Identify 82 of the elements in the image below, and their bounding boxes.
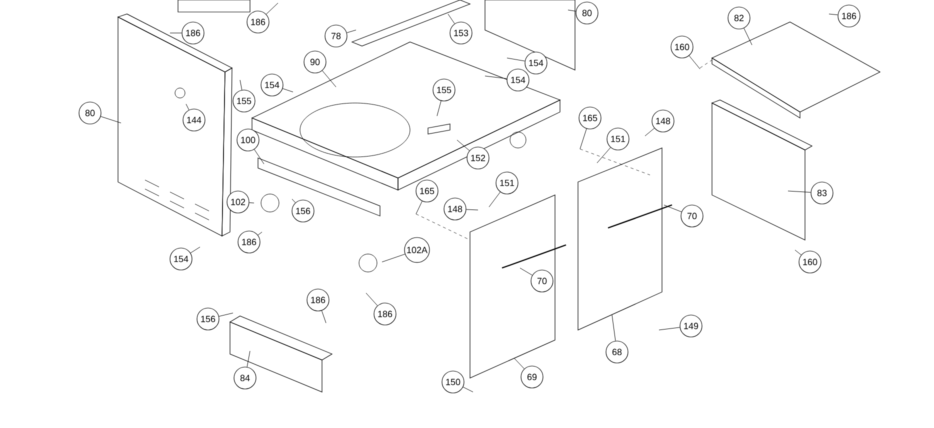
callout-number: 151 (606, 128, 630, 150)
callout-number: 186 (374, 302, 396, 326)
leader-line (794, 250, 802, 256)
callout-number: 70 (680, 204, 704, 228)
callout-number: 148 (652, 110, 674, 132)
leader-line (346, 30, 356, 33)
leader-line (266, 2, 278, 14)
callout-number: 151 (496, 172, 518, 194)
callout-number: 148 (444, 198, 466, 220)
leader-line (488, 192, 500, 208)
callout-number: 155 (432, 78, 456, 102)
leader-line (828, 14, 838, 16)
callout-number: 154 (170, 248, 192, 270)
callout-number: 69 (520, 366, 544, 388)
leader-line (658, 327, 680, 330)
callout-number: 186 (246, 10, 270, 34)
callout-number: 70 (530, 270, 554, 292)
leader-line (462, 386, 474, 392)
leader-line (596, 147, 611, 164)
callout-number: 155 (232, 90, 256, 112)
leader-line (170, 32, 182, 34)
leader-line (506, 58, 526, 62)
callout-number: 186 (306, 288, 330, 312)
leader-line (321, 310, 326, 324)
callout-number: 160 (670, 36, 694, 58)
leader-line (258, 232, 262, 236)
callout-number: 186 (838, 4, 860, 28)
callout-number: 80 (78, 102, 102, 124)
leader-line (416, 200, 422, 214)
leader-line (292, 198, 296, 203)
leader-line (100, 116, 122, 124)
callout-number: 153 (450, 22, 472, 44)
callout-number: 82 (728, 6, 750, 30)
leader-line (246, 350, 250, 368)
callout-number: 154 (524, 52, 548, 74)
callout-number: 154 (260, 74, 284, 96)
leader-line (514, 358, 524, 370)
leader-line (254, 149, 264, 164)
callout-number: 160 (798, 250, 822, 274)
callout-number: 152 (466, 146, 490, 170)
callout-number: 186 (238, 230, 260, 254)
leader-line (282, 88, 294, 92)
leader-line (644, 128, 655, 136)
leader-line (520, 268, 533, 276)
callout-number: 83 (810, 182, 834, 204)
callout-number: 102 (226, 190, 250, 214)
leader-line (612, 314, 616, 342)
callout-number: 156 (292, 200, 314, 222)
leader-line (466, 209, 478, 210)
callout-number: 102A (404, 237, 430, 263)
callout-number: 165 (416, 180, 438, 202)
callout-number: 144 (182, 108, 206, 132)
leader-line (580, 128, 587, 150)
leader-line (366, 292, 378, 306)
callout-number: 154 (506, 68, 530, 92)
leader-line (240, 80, 242, 90)
callout-number: 149 (680, 314, 702, 338)
leader-line (688, 56, 700, 70)
callout-number: 150 (442, 370, 464, 394)
leader-line (456, 140, 470, 151)
leader-line (382, 254, 406, 262)
callout-number: 165 (578, 106, 602, 130)
leader-line (218, 312, 234, 317)
callout-number: 100 (236, 128, 260, 152)
leader-line (568, 10, 576, 12)
callout-number: 78 (324, 24, 348, 48)
leader-line (249, 202, 254, 204)
leader-line (788, 190, 811, 193)
leader-line (664, 204, 682, 212)
leader-line (744, 28, 752, 46)
leader-line (484, 76, 508, 79)
callout-number: 80 (576, 2, 598, 24)
callout-number: 90 (304, 50, 326, 74)
callout-number: 156 (196, 308, 220, 330)
leader-line (186, 104, 190, 110)
leader-line (190, 246, 200, 254)
leader-line (436, 100, 442, 116)
leader-line (322, 70, 336, 88)
leader-line (448, 14, 455, 24)
callout-number: 186 (182, 22, 204, 44)
callout-number: 84 (234, 366, 256, 390)
callout-number: 68 (606, 340, 628, 364)
